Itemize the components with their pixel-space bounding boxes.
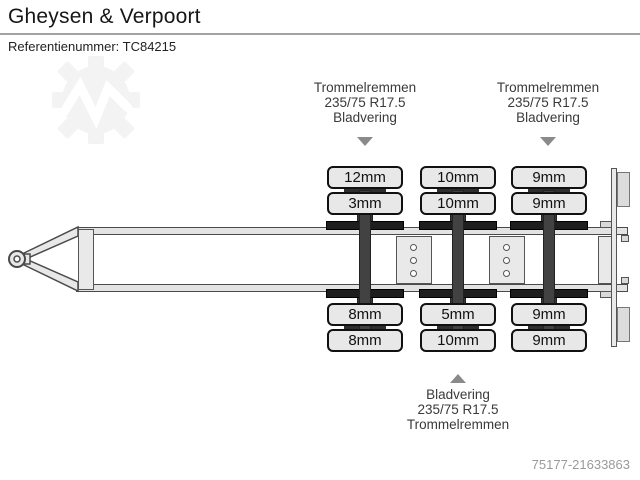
rear-lamp-right bbox=[617, 307, 630, 342]
bolt-hole bbox=[503, 270, 510, 277]
tread-depth-value: 8mm bbox=[348, 332, 382, 349]
crossmember-plate bbox=[489, 236, 525, 284]
front-crossmember bbox=[78, 229, 94, 290]
annotation-brakes: Trommelremmen bbox=[406, 417, 510, 432]
tread-depth-value: 8mm bbox=[348, 306, 382, 323]
rail-end-hook-top bbox=[621, 235, 629, 242]
annotation-suspension: Bladvering bbox=[426, 387, 490, 402]
arrow-up-icon bbox=[450, 374, 466, 383]
tire-tread-axle3-bottom-outer: 9mm bbox=[511, 329, 587, 352]
watermark-gear-icon bbox=[52, 56, 140, 144]
tire-tread-axle2-top-outer: 10mm bbox=[420, 166, 496, 189]
annotation-suspension: Bladvering bbox=[333, 110, 397, 125]
rear-lamp-left bbox=[617, 172, 630, 207]
annotation-axle2: Bladvering 235/75 R17.5 Trommelremmen bbox=[363, 387, 553, 432]
annotation-brakes: Trommelremmen bbox=[313, 80, 417, 95]
tire-tread-axle2-top-inner: 10mm bbox=[420, 192, 496, 215]
bolt-hole bbox=[410, 244, 417, 251]
annotation-axle1: Trommelremmen 235/75 R17.5 Bladvering bbox=[270, 80, 460, 125]
arrow-down-icon bbox=[540, 137, 556, 146]
rear-panel bbox=[611, 168, 617, 347]
tire-tread-axle3-bottom-inner: 9mm bbox=[511, 303, 587, 326]
tread-depth-value: 5mm bbox=[441, 306, 475, 323]
tire-tread-axle1-top-inner: 3mm bbox=[327, 192, 403, 215]
page-title: Gheysen & Verpoort bbox=[8, 5, 201, 28]
tire-tread-axle1-bottom-outer: 8mm bbox=[327, 329, 403, 352]
tread-depth-value: 9mm bbox=[532, 195, 566, 212]
tread-depth-value: 12mm bbox=[344, 169, 386, 186]
tread-depth-value: 10mm bbox=[437, 332, 479, 349]
tire-tread-axle2-bottom-outer: 10mm bbox=[420, 329, 496, 352]
tire-tread-axle3-top-outer: 9mm bbox=[511, 166, 587, 189]
tire-tread-axle1-top-outer: 12mm bbox=[327, 166, 403, 189]
bolt-hole bbox=[503, 257, 510, 264]
rail-end-hook-bottom bbox=[621, 277, 629, 284]
annotation-axle3: Trommelremmen 235/75 R17.5 Bladvering bbox=[453, 80, 640, 125]
tread-depth-value: 10mm bbox=[437, 169, 479, 186]
tread-depth-value: 9mm bbox=[532, 332, 566, 349]
tire-tread-axle2-bottom-inner: 5mm bbox=[420, 303, 496, 326]
annotation-suspension: Bladvering bbox=[516, 110, 580, 125]
tread-depth-value: 10mm bbox=[437, 195, 479, 212]
header-divider bbox=[0, 33, 640, 35]
crossmember-plate bbox=[396, 236, 432, 284]
bolt-hole bbox=[410, 257, 417, 264]
annotation-tire-size: 235/75 R17.5 bbox=[417, 402, 499, 417]
rear-crossmember bbox=[598, 236, 612, 284]
tread-depth-value: 9mm bbox=[532, 169, 566, 186]
tread-depth-value: 9mm bbox=[532, 306, 566, 323]
arrow-down-icon bbox=[357, 137, 373, 146]
bolt-hole bbox=[503, 244, 510, 251]
tire-tread-axle1-bottom-inner: 8mm bbox=[327, 303, 403, 326]
annotation-tire-size: 235/75 R17.5 bbox=[324, 95, 406, 110]
tire-tread-axle3-top-inner: 9mm bbox=[511, 192, 587, 215]
reference-number: Referentienummer: TC84215 bbox=[8, 39, 177, 54]
annotation-tire-size: 235/75 R17.5 bbox=[507, 95, 589, 110]
tread-depth-value: 3mm bbox=[348, 195, 382, 212]
bolt-hole bbox=[410, 270, 417, 277]
listing-id: 75177-21633863 bbox=[531, 457, 630, 472]
annotation-brakes: Trommelremmen bbox=[496, 80, 600, 95]
